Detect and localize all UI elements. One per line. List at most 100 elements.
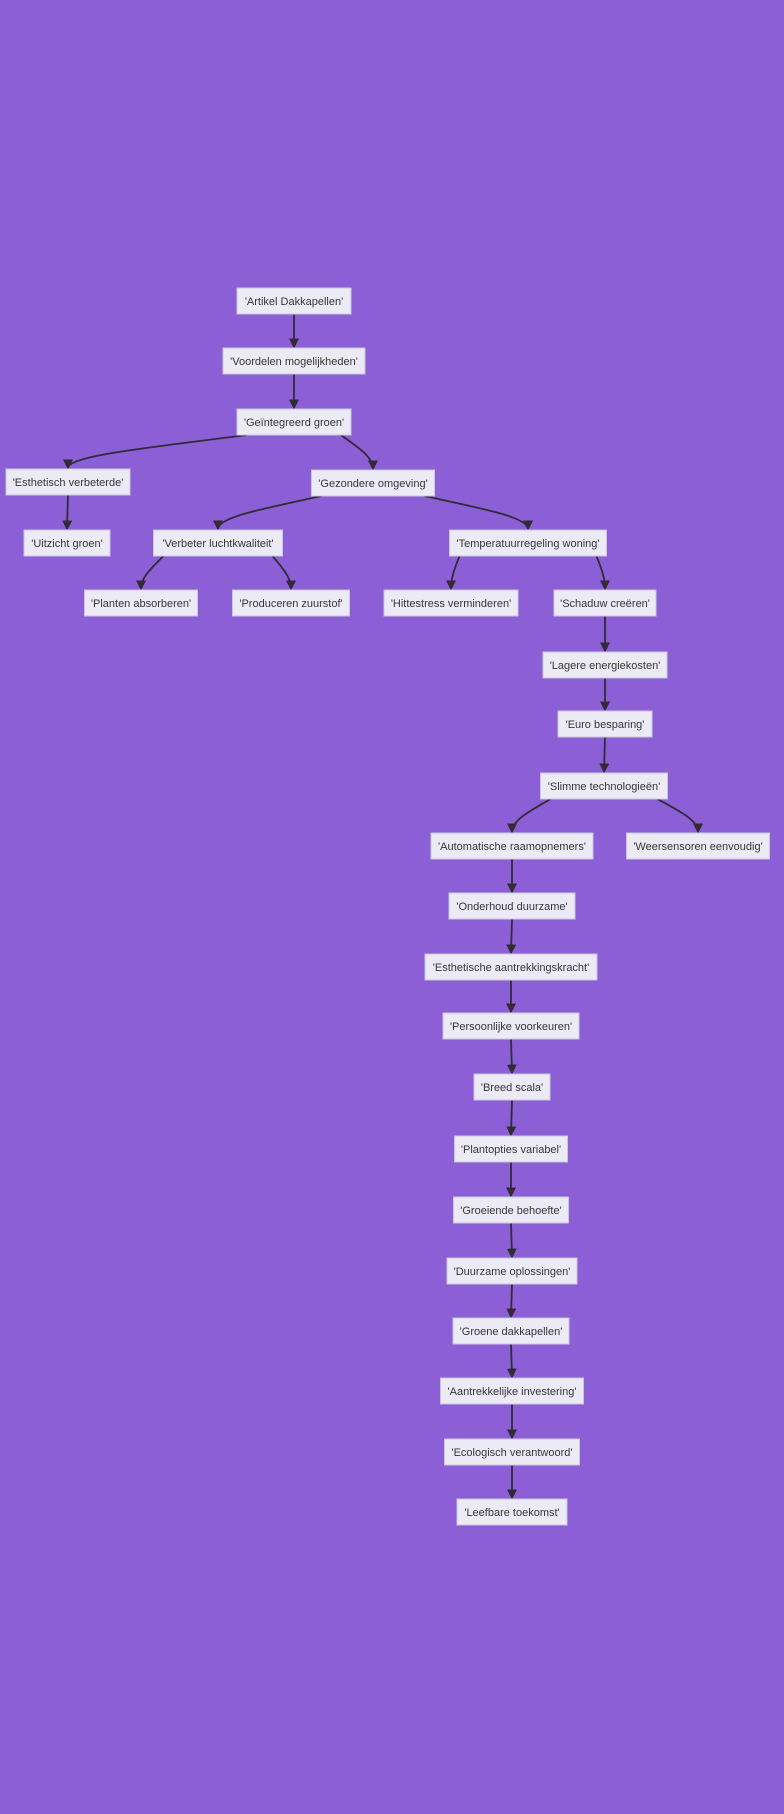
node-label: 'Schaduw creëren' <box>560 598 650 610</box>
node-gezondere-omgeving: 'Gezondere omgeving' <box>311 469 435 497</box>
node-schaduw-creeren: 'Schaduw creëren' <box>553 589 657 617</box>
node-groeiende-behoefte: 'Groeiende behoefte' <box>453 1196 569 1224</box>
node-label: 'Lagere energiekosten' <box>550 660 661 672</box>
node-box <box>442 1012 580 1040</box>
node-box <box>452 1317 570 1345</box>
node-label: 'Artikel Dakkapellen' <box>245 296 343 308</box>
edge-slimme-technologieen-to-automatische-raamopnemers <box>507 798 551 834</box>
node-label: 'Leefbare toekomst' <box>464 1507 559 1519</box>
node-duurzame-oplossingen: 'Duurzame oplossingen' <box>446 1257 578 1285</box>
node-breed-scala: 'Breed scala' <box>473 1073 551 1101</box>
node-slimme-technologieen: 'Slimme technologieën' <box>540 772 668 800</box>
node-box <box>540 772 668 800</box>
edge-verbeter-luchtkwaliteit-to-planten-absorberen <box>136 555 165 591</box>
node-onderhoud-duurzame: 'Onderhoud duurzame' <box>448 892 576 920</box>
node-box <box>542 651 668 679</box>
node-box <box>5 468 131 496</box>
node-box <box>444 1438 580 1466</box>
node-label: 'Esthetisch verbeterde' <box>13 477 124 489</box>
node-box <box>440 1377 584 1405</box>
edge-temperatuurregeling-woning-to-hittestress-verminderen <box>446 555 461 591</box>
node-label: 'Automatische raamopnemers' <box>438 841 586 853</box>
node-automatische-raamopnemers: 'Automatische raamopnemers' <box>430 832 594 860</box>
node-box <box>153 529 283 557</box>
node-produceren-zuurstof: 'Produceren zuurstof' <box>232 589 350 617</box>
node-label: 'Euro besparing' <box>566 719 645 731</box>
node-label: 'Onderhoud duurzame' <box>456 901 567 913</box>
node-esthetische-aantrekkingskracht: 'Esthetische aantrekkingskracht' <box>424 953 598 981</box>
edge-geintegreerd-groen-to-esthetisch-verbeterde <box>63 434 248 470</box>
node-leefbare-toekomst: 'Leefbare toekomst' <box>456 1498 568 1526</box>
edge-temperatuurregeling-woning-to-schaduw-creeren <box>595 555 610 591</box>
node-label: 'Groene dakkapellen' <box>460 1326 563 1338</box>
edge-groeiende-behoefte-to-duurzame-oplossingen <box>506 1222 517 1259</box>
node-box <box>553 589 657 617</box>
node-label: 'Verbeter luchtkwaliteit' <box>162 538 273 550</box>
node-box <box>557 710 653 738</box>
edge-groene-dakkapellen-to-aantrekkelijke-investering <box>506 1343 517 1379</box>
edge-verbeter-luchtkwaliteit-to-produceren-zuurstof <box>271 555 296 591</box>
node-uitzicht-groen: 'Uitzicht groen' <box>23 529 111 557</box>
node-geintegreerd-groen: 'Geïntegreerd groen' <box>236 408 352 436</box>
node-box <box>424 953 598 981</box>
node-label: 'Uitzicht groen' <box>31 538 102 550</box>
node-label: 'Produceren zuurstof' <box>239 598 342 610</box>
node-label: 'Weersensoren eenvoudig' <box>633 841 762 853</box>
node-planten-absorberen: 'Planten absorberen' <box>84 589 198 617</box>
node-label: 'Voordelen mogelijkheden' <box>230 356 358 368</box>
node-box <box>453 1196 569 1224</box>
node-label: 'Groeiende behoefte' <box>460 1205 561 1217</box>
node-label: 'Breed scala' <box>481 1082 543 1094</box>
node-groene-dakkapellen: 'Groene dakkapellen' <box>452 1317 570 1345</box>
node-voordelen-mogelijkheden: 'Voordelen mogelijkheden' <box>222 347 366 375</box>
edge-geintegreerd-groen-to-gezondere-omgeving <box>340 434 378 471</box>
edge-gezondere-omgeving-to-verbeter-luchtkwaliteit <box>213 495 322 531</box>
node-label: 'Aantrekkelijke investering' <box>448 1386 577 1398</box>
edge-breed-scala-to-plantopties-variabel <box>506 1099 517 1137</box>
node-box <box>236 408 352 436</box>
node-label: 'Ecologisch verantwoord' <box>452 1447 573 1459</box>
edge-euro-besparing-to-slimme-technologieen <box>599 736 610 774</box>
node-box <box>236 287 352 315</box>
node-label: 'Temperatuurregeling woning' <box>456 538 599 550</box>
node-box <box>383 589 519 617</box>
node-euro-besparing: 'Euro besparing' <box>557 710 653 738</box>
node-box <box>626 832 770 860</box>
edge-slimme-technologieen-to-weersensoren-eenvoudig <box>657 798 703 834</box>
node-box <box>473 1073 551 1101</box>
node-label: 'Slimme technologieën' <box>548 781 660 793</box>
node-weersensoren-eenvoudig: 'Weersensoren eenvoudig' <box>626 832 770 860</box>
node-persoonlijke-voorkeuren: 'Persoonlijke voorkeuren' <box>442 1012 580 1040</box>
node-box <box>454 1135 568 1163</box>
node-box <box>232 589 350 617</box>
edge-persoonlijke-voorkeuren-to-breed-scala <box>506 1038 517 1075</box>
edge-onderhoud-duurzame-to-esthetische-aantrekkingskracht <box>506 918 517 955</box>
node-label: 'Gezondere omgeving' <box>318 478 427 490</box>
node-ecologisch-verantwoord: 'Ecologisch verantwoord' <box>444 1438 580 1466</box>
node-box <box>430 832 594 860</box>
node-aantrekkelijke-investering: 'Aantrekkelijke investering' <box>440 1377 584 1405</box>
node-box <box>448 892 576 920</box>
node-lagere-energiekosten: 'Lagere energiekosten' <box>542 651 668 679</box>
node-label: 'Geïntegreerd groen' <box>244 417 344 429</box>
node-artikel-dakkapellen: 'Artikel Dakkapellen' <box>236 287 352 315</box>
node-label: 'Duurzame oplossingen' <box>454 1266 571 1278</box>
node-box <box>446 1257 578 1285</box>
node-esthetisch-verbeterde: 'Esthetisch verbeterde' <box>5 468 131 496</box>
node-verbeter-luchtkwaliteit: 'Verbeter luchtkwaliteit' <box>153 529 283 557</box>
node-hittestress-verminderen: 'Hittestress verminderen' <box>383 589 519 617</box>
node-label: 'Plantopties variabel' <box>461 1144 561 1156</box>
node-box <box>311 469 435 497</box>
node-label: 'Hittestress verminderen' <box>391 598 511 610</box>
node-label: 'Esthetische aantrekkingskracht' <box>433 962 589 974</box>
node-box <box>456 1498 568 1526</box>
node-box <box>23 529 111 557</box>
edge-gezondere-omgeving-to-temperatuurregeling-woning <box>424 495 533 531</box>
node-label: 'Planten absorberen' <box>91 598 191 610</box>
node-label: 'Persoonlijke voorkeuren' <box>450 1021 572 1033</box>
edge-esthetisch-verbeterde-to-uitzicht-groen <box>62 494 73 531</box>
node-box <box>449 529 607 557</box>
